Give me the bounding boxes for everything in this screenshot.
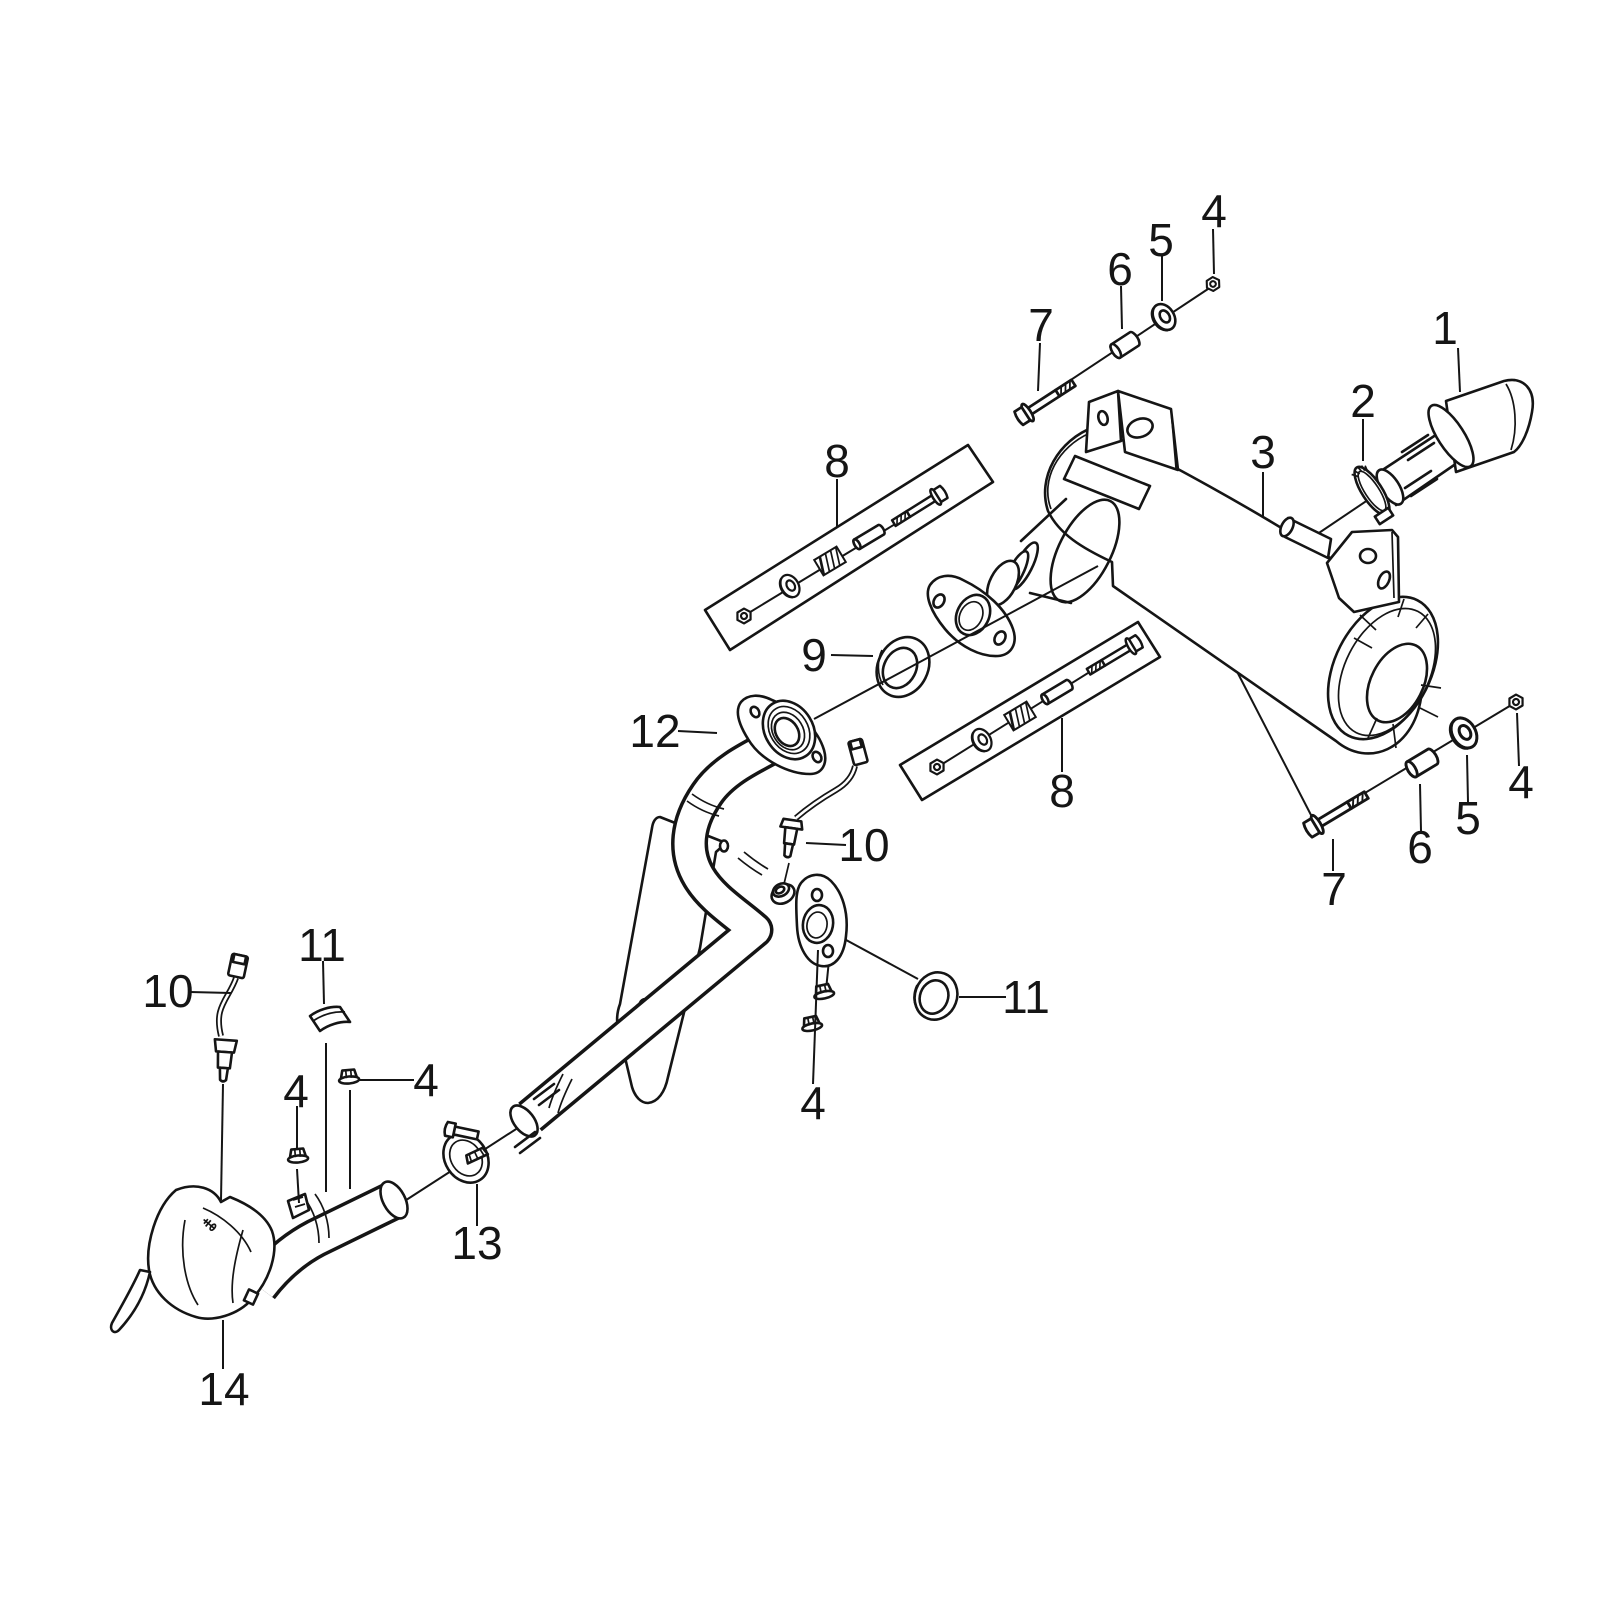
downpipe-slip-end <box>509 1104 539 1138</box>
part-number-label: 4 <box>800 1077 826 1129</box>
leader-line <box>812 949 819 1085</box>
oxygen-sensor-left <box>213 952 250 1201</box>
part-number-label: 4 <box>1201 185 1227 237</box>
muffler-end-cap <box>1326 595 1442 749</box>
part-number-label: 8 <box>824 435 850 487</box>
leader-line <box>1516 712 1520 767</box>
header-assembly <box>109 1180 409 1334</box>
muffler-top-bracket <box>1062 389 1180 511</box>
leader-line <box>1212 228 1215 275</box>
part-number-label: 2 <box>1350 375 1376 427</box>
leader-line <box>1120 285 1123 330</box>
part-number-label: 4 <box>283 1065 309 1117</box>
leader-line <box>189 991 232 994</box>
part-number-label: 4 <box>413 1054 439 1106</box>
downpipe-top-flange <box>736 694 827 776</box>
part-number-label: 7 <box>1321 863 1347 915</box>
sensor-boss <box>770 882 796 906</box>
gasket-ring-9 <box>875 635 931 699</box>
part-number-label: 5 <box>1455 792 1481 844</box>
part-number-label: 12 <box>629 705 680 757</box>
part-number-label: 11 <box>298 919 346 971</box>
part-number-label: 4 <box>1508 756 1534 808</box>
part-number-label: 5 <box>1148 214 1174 266</box>
leader-line <box>677 730 718 734</box>
part-number-label: 10 <box>142 965 193 1017</box>
gasket-ring-11-right <box>913 971 959 1021</box>
part-number-label: 8 <box>1049 765 1075 817</box>
exhaust-clamp-13 <box>442 1120 490 1184</box>
part-number-label: 3 <box>1250 426 1276 478</box>
part-number-label: 10 <box>838 819 889 871</box>
leader-line <box>296 1168 300 1204</box>
part-number-label: 11 <box>1002 971 1050 1023</box>
part-number-label: 14 <box>198 1363 249 1415</box>
muffler-right-bracket <box>1325 528 1401 614</box>
seal-strip-11-left <box>308 1005 352 1033</box>
part-number-label: 1 <box>1432 302 1458 354</box>
leader-line <box>1419 783 1422 832</box>
tailpipe-tip <box>1375 378 1535 507</box>
hose-clamp <box>1351 465 1395 526</box>
leader-line <box>805 842 847 846</box>
oxygen-sensor-right <box>779 737 869 859</box>
hardware-kit-box-top <box>703 443 995 652</box>
inlet-axis-line <box>813 565 1099 720</box>
muffler-inlet-flange <box>926 574 1016 658</box>
leader-line <box>1457 347 1461 393</box>
part-number-label: 13 <box>451 1217 502 1269</box>
part-number-label: 9 <box>801 629 827 681</box>
part-number-label: 6 <box>1407 821 1433 873</box>
part-number-label: 6 <box>1107 243 1133 295</box>
muffler-assembly <box>926 389 1442 755</box>
header-pipe-end <box>379 1180 409 1220</box>
leader-line <box>830 654 874 657</box>
flange-nut-left-a <box>285 1146 310 1165</box>
leader-line <box>1466 754 1469 803</box>
leader-line <box>1037 342 1041 392</box>
shield-screw-mark <box>203 1218 217 1232</box>
downpipe-assembly <box>509 694 869 1155</box>
part-number-label: 7 <box>1028 299 1054 351</box>
muffler-inlet-cone <box>985 497 1121 607</box>
hardware-kit-box-bottom <box>898 620 1162 802</box>
flange-nut-left-b <box>336 1067 361 1086</box>
leader-line <box>322 960 325 1005</box>
muffler-outlet-stub <box>1279 516 1333 560</box>
downpipe-port-flange <box>794 873 848 968</box>
